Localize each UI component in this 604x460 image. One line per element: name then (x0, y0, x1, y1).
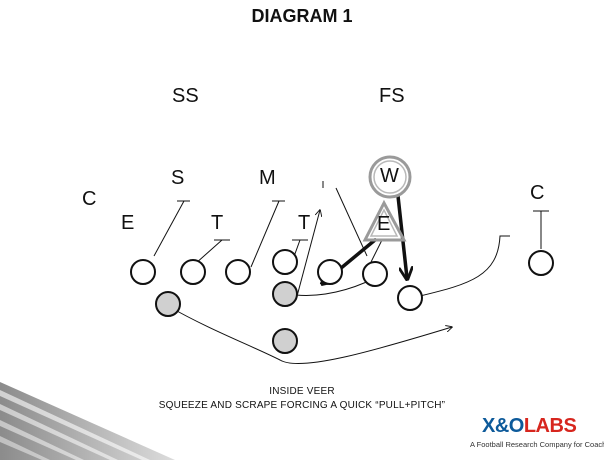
back-player-circle (272, 328, 298, 354)
e-right-assignment-line (370, 239, 383, 263)
caption-line-2: SQUEEZE AND SCRAPE FORCING A QUICK “PULL… (158, 400, 446, 411)
logo-prefix: X&O (482, 415, 524, 437)
label-e-right: E (377, 213, 391, 235)
defender-assignments (153, 181, 549, 268)
w-highlight-ring (368, 155, 412, 199)
s-assignment-line (153, 200, 185, 257)
back-player-circle (272, 281, 298, 307)
label-c-right: C (530, 182, 545, 204)
label-fs: FS (379, 85, 405, 107)
logo-wordmark: X&OLABS (482, 415, 577, 438)
offense-player-circle (130, 259, 156, 285)
logo-brand: LABS (523, 415, 577, 437)
offense-routes (167, 210, 510, 365)
offense-player-circle (180, 259, 206, 285)
label-t-left: T (211, 212, 224, 234)
offensive-players (130, 249, 554, 354)
dive-track-arrow (295, 210, 320, 301)
e-highlight-triangle (362, 199, 407, 242)
option-pitch-curve (419, 235, 510, 297)
diagram-title: DIAGRAM 1 (251, 6, 353, 26)
label-s: S (171, 167, 185, 189)
fs-assignment-line (335, 187, 368, 257)
label-w: W (380, 165, 399, 187)
offense-player-circle (317, 259, 343, 285)
label-c-left: C (82, 188, 97, 210)
caption-line-1: INSIDE VEER (269, 386, 335, 397)
offense-player-circle (225, 259, 251, 285)
label-m: M (259, 167, 276, 189)
logo-tagline: A Football Research Company for Coaches (470, 440, 604, 449)
highlighted-defenders (362, 155, 412, 242)
pitch-path-arrow (167, 305, 452, 365)
back-player-circle (155, 291, 181, 317)
label-e-left: E (121, 212, 135, 234)
label-t-right: T (298, 212, 311, 234)
label-ss: SS (172, 85, 199, 107)
xo-labs-logo: X&OLABS A Football Research Company for … (470, 415, 604, 459)
t-left-assignment-line (194, 239, 223, 265)
m-assignment-line (250, 200, 280, 268)
offense-player-circle (272, 249, 298, 275)
offense-player-circle (528, 250, 554, 276)
offense-player-circle (397, 285, 423, 311)
offense-player-circle (362, 261, 388, 287)
